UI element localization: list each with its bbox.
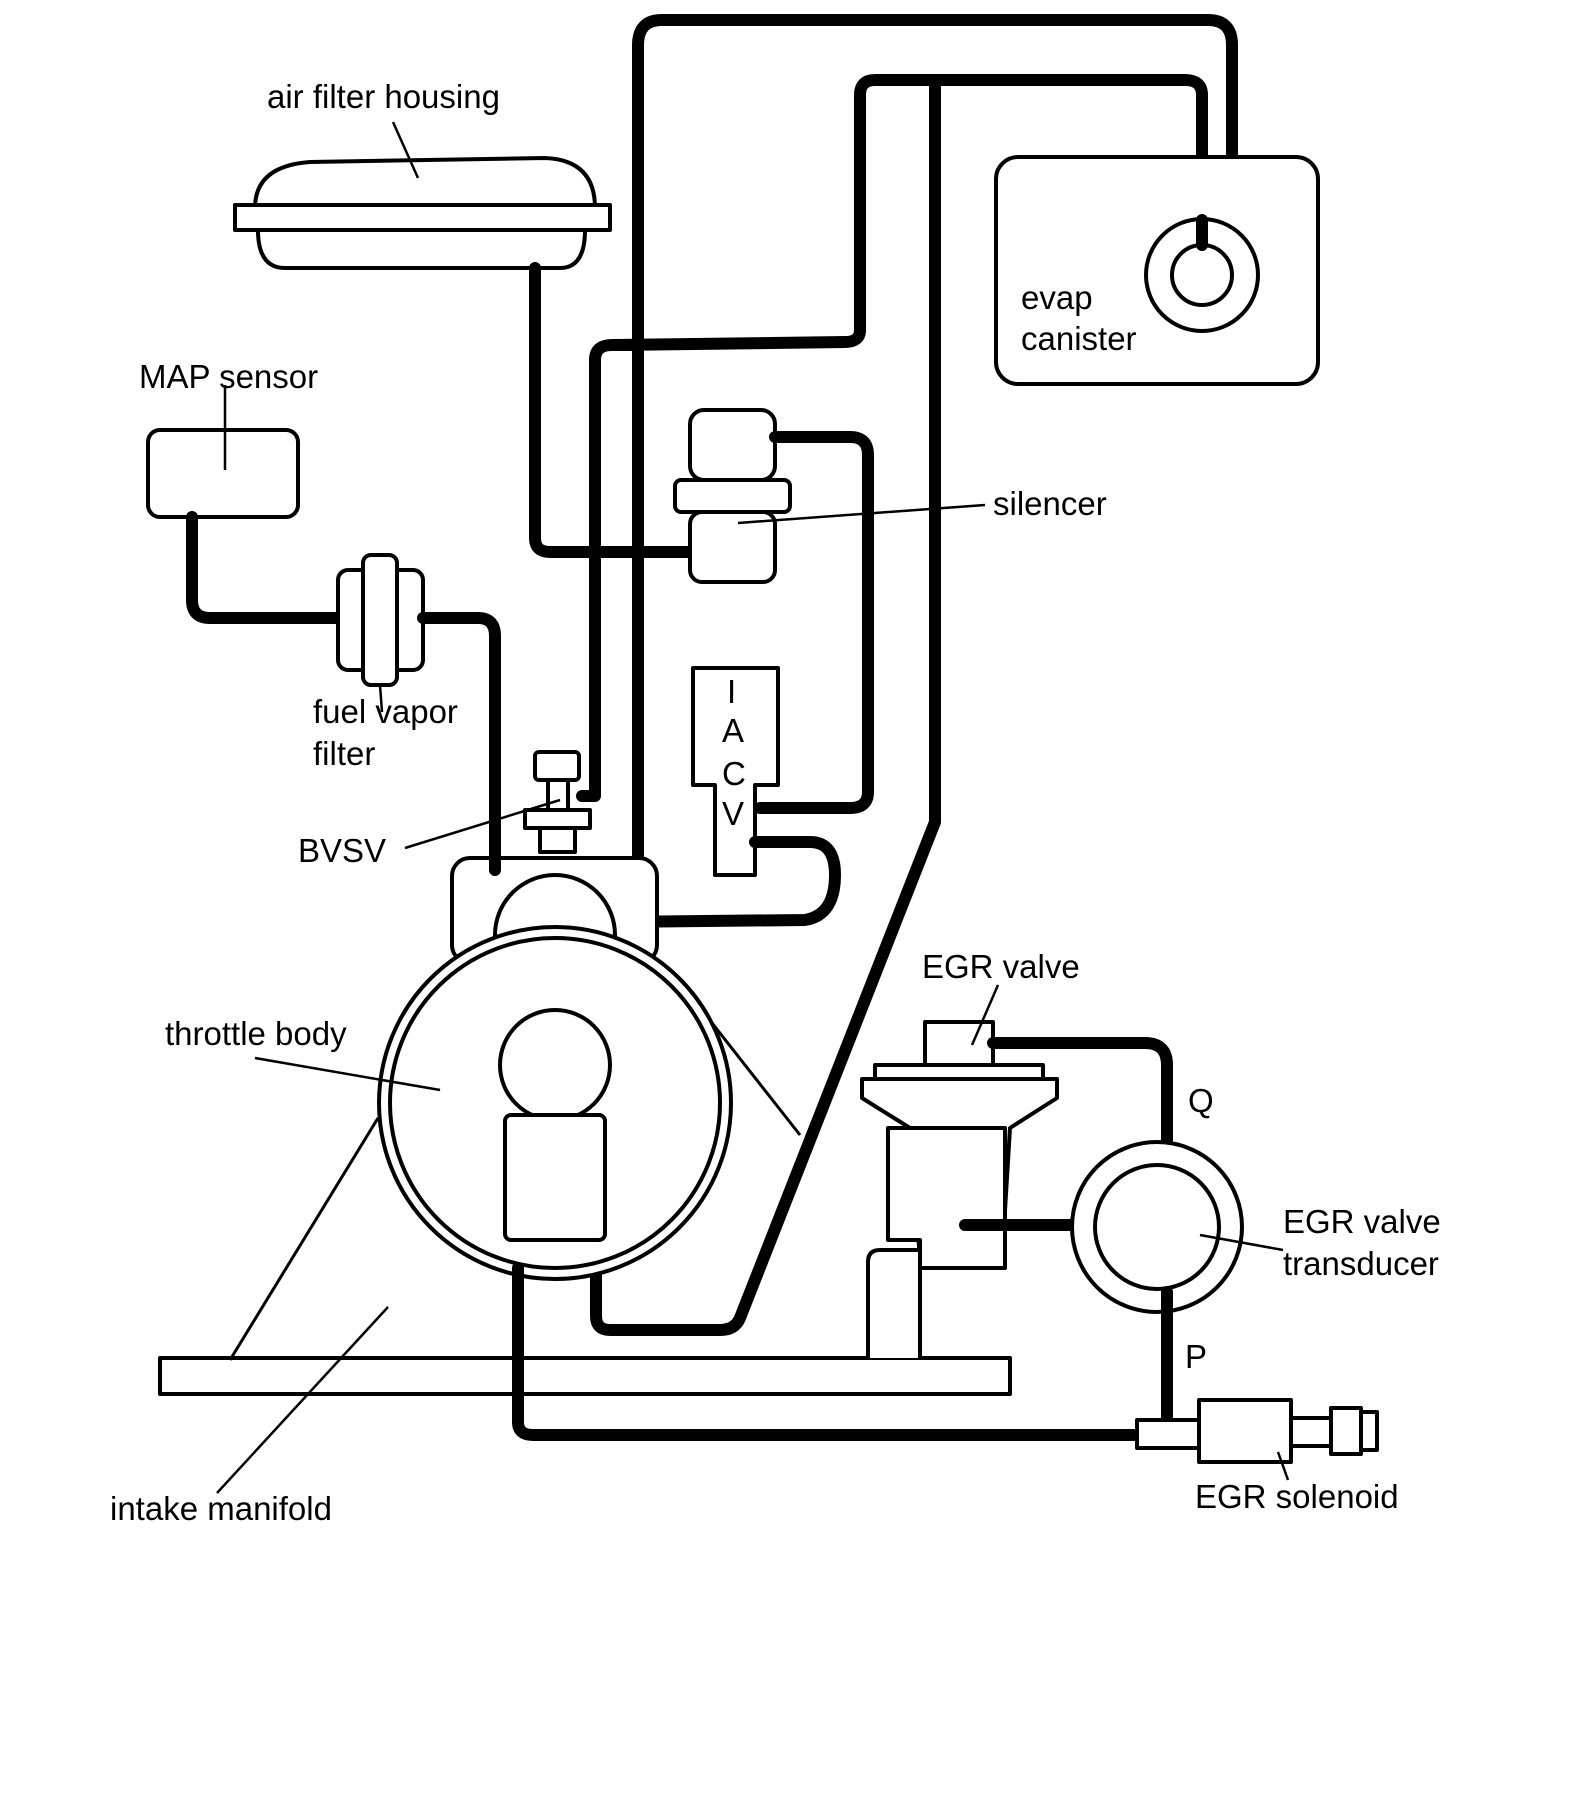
- port-p-label: P: [1185, 1338, 1207, 1375]
- iacv-label-c: C: [722, 755, 746, 792]
- intake-manifold-label: intake manifold: [110, 1490, 332, 1527]
- evap-canister-port-inner: [1170, 243, 1234, 307]
- port-q-label: Q: [1188, 1082, 1214, 1119]
- egr-solenoid-cap-end: [1359, 1410, 1379, 1452]
- air-filter-housing-label: air filter housing: [267, 78, 500, 115]
- evap-canister-label-line2: canister: [1021, 320, 1137, 357]
- map-sensor-body: [146, 428, 300, 519]
- throttle-to-solenoid-hose: [512, 1262, 1148, 1441]
- air-filter-leader: [391, 121, 420, 179]
- iacv-hose: [606, 836, 841, 928]
- bvsv-label: BVSV: [298, 832, 386, 869]
- central-shroud-hose: [632, 14, 1238, 864]
- silencer-leader: [737, 503, 986, 525]
- iacv-body: [691, 666, 780, 877]
- egr-solenoid-cap: [1329, 1406, 1363, 1456]
- map-sensor-hose: [186, 511, 346, 624]
- egr-valve-transducer-label-line2: transducer: [1283, 1245, 1439, 1282]
- egr-solenoid-label: EGR solenoid: [1195, 1478, 1399, 1515]
- silencer-bottom: [688, 510, 777, 584]
- air-filter-to-silencer-hose: [529, 262, 696, 558]
- throttle-body-bore: [498, 1008, 612, 1122]
- intake-manifold-leader: [216, 1306, 389, 1494]
- egr-solenoid-shaft: [1289, 1416, 1333, 1448]
- egr-valve-transducer-label-line1: EGR valve: [1283, 1203, 1441, 1240]
- manifold-support-line: [228, 1117, 380, 1361]
- intake-manifold-plate: [158, 1356, 1012, 1396]
- iacv-label-i: I: [727, 673, 736, 710]
- bvsv-foot: [538, 826, 577, 854]
- egr-valve-body: [886, 1126, 1007, 1270]
- fuel-vapor-filter-label-line1: fuel vapor: [313, 693, 458, 730]
- silencer-band: [673, 478, 792, 514]
- silencer-label: silencer: [993, 485, 1107, 522]
- egr-valve-to-transducer-hose: [987, 1037, 1173, 1166]
- silencer-to-iacv-hose: [754, 431, 874, 814]
- fuel-vapor-filter-core: [361, 553, 399, 687]
- iacv-label-a: A: [722, 712, 744, 749]
- iacv-label-v: V: [722, 795, 744, 832]
- air-filter-housing-top: [253, 156, 597, 210]
- egr-valve-leader: [970, 984, 1000, 1046]
- map-sensor-label: MAP sensor: [139, 358, 318, 395]
- bvsv-hose: [576, 339, 646, 802]
- egr-valve-label: EGR valve: [922, 948, 1080, 985]
- silencer-top: [688, 408, 777, 482]
- bvsv-cap: [533, 750, 581, 782]
- bvsv-stem: [546, 778, 570, 812]
- fuel-vapor-filter-label-line2: filter: [313, 735, 375, 772]
- egr-valve-cap: [923, 1020, 995, 1069]
- egr-valve-base: [866, 1248, 922, 1358]
- air-filter-housing-base: [256, 228, 587, 270]
- throttle-body-label: throttle body: [165, 1015, 347, 1052]
- egr-transducer-inner: [1093, 1163, 1221, 1291]
- egr-valve-diaphragm-rim: [873, 1063, 1045, 1081]
- fuel-vapor-filter-hose: [417, 612, 501, 876]
- fuel-vapor-filter-leader: [378, 684, 384, 713]
- egr-solenoid-leader: [1276, 1451, 1290, 1481]
- egr-solenoid-body: [1197, 1398, 1293, 1464]
- egr-solenoid-port: [1135, 1418, 1201, 1450]
- throttle-body-leader: [254, 1056, 441, 1092]
- egr-transducer-leader: [1199, 1233, 1284, 1252]
- canister-return-hose: [609, 74, 1208, 351]
- throttle-body-lower-block: [503, 1113, 607, 1242]
- bvsv-base: [523, 808, 592, 830]
- shroud-right-hose: [590, 74, 941, 1336]
- evap-canister-label-line1: evap: [1021, 279, 1093, 316]
- air-filter-housing-rim: [233, 203, 612, 232]
- bvsv-leader: [404, 798, 561, 850]
